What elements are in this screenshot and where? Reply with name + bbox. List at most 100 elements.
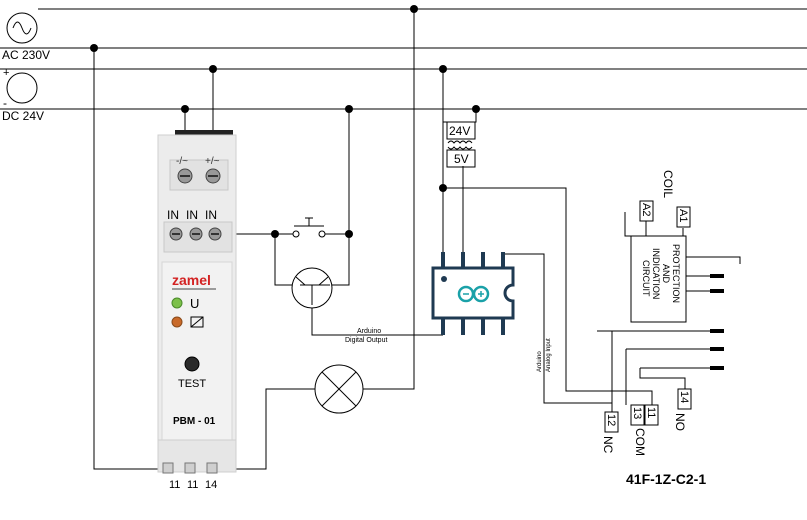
ac-source-label: AC 230V bbox=[2, 48, 50, 62]
analog-input-label-2: Analog Input bbox=[546, 338, 552, 372]
protection-circuit-box bbox=[630, 235, 687, 323]
arduino-pin1-marker bbox=[441, 276, 447, 282]
output-terminal-label: 11 bbox=[187, 479, 198, 491]
dot-dcplus-443 bbox=[439, 65, 447, 73]
power-terminal-minus-label: -/~ bbox=[176, 156, 188, 167]
output-terminal-label: 14 bbox=[205, 479, 217, 491]
output-terminal-label: 11 bbox=[169, 479, 180, 491]
relay-a1-label: A1 bbox=[677, 209, 689, 222]
dot-dcplus-443b bbox=[439, 184, 447, 192]
output-terminal-screw-icon bbox=[206, 462, 218, 474]
wire-in-to-transistor bbox=[274, 234, 294, 286]
dc-plus-sign: + bbox=[3, 67, 9, 79]
input-terminal-screw-icon bbox=[208, 227, 222, 241]
input-terminal-label: IN bbox=[205, 208, 217, 222]
relay-a2-box bbox=[639, 200, 654, 222]
led-u-icon bbox=[171, 297, 183, 309]
wire-dcplus-to-com bbox=[443, 187, 653, 405]
relay-com-box-13 bbox=[630, 404, 645, 426]
digital-output-label-2: Digital Output bbox=[345, 337, 387, 344]
wire-neutral-to-out11 bbox=[93, 48, 167, 470]
wire-dcminus-to-switch bbox=[325, 109, 350, 235]
dc-source-label: DC 24V bbox=[2, 109, 44, 123]
relay-no-box bbox=[677, 388, 692, 410]
relay-a2-label: A2 bbox=[640, 203, 652, 216]
wire-relay-contact-1 bbox=[597, 330, 613, 412]
relay-coil-section: COIL A1 A2 PROTECTION AND INDICATION CIR… bbox=[630, 170, 691, 323]
test-button[interactable] bbox=[184, 356, 200, 372]
wire-coil-a1 bbox=[662, 228, 684, 237]
wires bbox=[93, 9, 741, 470]
wire-protection-1 bbox=[686, 256, 741, 264]
relay-contact-section: 12 NC 13 11 COM 14 NO bbox=[601, 388, 692, 456]
arduino-chip bbox=[431, 252, 515, 335]
relay-com-num-13: 13 bbox=[631, 407, 643, 419]
arduino-pins-top bbox=[441, 252, 505, 268]
wire-analog-to-nc bbox=[505, 253, 612, 404]
dot-neutral-94 bbox=[90, 44, 98, 52]
ac-source-icon bbox=[6, 12, 38, 44]
wire-dcplus-to-transformer bbox=[442, 109, 448, 123]
relay-nc-box bbox=[604, 411, 619, 433]
wire-relay-contact-4 bbox=[639, 368, 686, 390]
input-terminal-screw-icon bbox=[189, 227, 203, 241]
dot-dcplus-213 bbox=[209, 65, 217, 73]
zamel-module: -/~ +/~ IN IN IN zamel U bbox=[157, 130, 237, 491]
protection-line-1: PROTECTION bbox=[671, 244, 681, 303]
transformer-secondary-label: 5V bbox=[454, 152, 469, 166]
dc-source-icon bbox=[6, 72, 38, 104]
analog-input-label-1: Arduino bbox=[537, 351, 543, 372]
led-relay-icon bbox=[171, 316, 183, 328]
lamp-icon bbox=[314, 364, 364, 414]
relay-nc-label: NC bbox=[601, 436, 615, 454]
relay-com-num-11: 11 bbox=[645, 407, 657, 418]
relay-a1-box bbox=[676, 206, 691, 228]
relay-part-number: 41F-1Z-C2-1 bbox=[626, 471, 706, 487]
push-button-switch-icon bbox=[292, 217, 326, 238]
power-terminal-plus-label: +/~ bbox=[205, 156, 220, 167]
power-terminal-screw-icon bbox=[177, 168, 193, 184]
output-terminal-screw-icon bbox=[162, 462, 174, 474]
led-u-label: U bbox=[190, 296, 199, 311]
module-front-panel bbox=[161, 261, 233, 441]
digital-output-label-1: Arduino bbox=[357, 328, 381, 335]
wire-transistor-to-digital-out bbox=[311, 305, 443, 336]
wire-ac-to-lamp bbox=[363, 9, 415, 390]
dc-minus-sign: - bbox=[3, 96, 7, 110]
input-terminal-label: IN bbox=[167, 208, 179, 222]
wire-switch-to-transistor bbox=[330, 234, 350, 286]
module-model-label: PBM - 01 bbox=[173, 416, 216, 427]
input-terminal-screw-icon bbox=[169, 227, 183, 241]
relay-no-num: 14 bbox=[678, 391, 690, 403]
dot-dcminus-349 bbox=[345, 105, 353, 113]
dot-in-275 bbox=[271, 230, 279, 238]
arduino-pins-bottom bbox=[441, 318, 505, 335]
relay-coil-symbol-icon bbox=[190, 316, 204, 328]
wire-lamp-to-out14 bbox=[219, 388, 315, 470]
relay-coil-label: COIL bbox=[661, 170, 675, 198]
dot-switch-349 bbox=[345, 230, 353, 238]
dot-dcminus-476 bbox=[472, 105, 480, 113]
relay-no-label: NO bbox=[673, 413, 687, 431]
supply-buses bbox=[0, 8, 807, 110]
dot-ac-414 bbox=[410, 5, 418, 13]
protection-line-4: CIRCUIT bbox=[641, 260, 651, 297]
transformer-primary-label: 24V bbox=[449, 124, 470, 138]
protection-line-3: INDICATION bbox=[651, 248, 661, 299]
junction-dots bbox=[90, 5, 480, 238]
relay-output-stubs bbox=[710, 274, 724, 370]
transformer-icon bbox=[446, 121, 476, 168]
output-terminal-screw-icon bbox=[184, 462, 196, 474]
relay-nc-num: 12 bbox=[605, 414, 617, 426]
relay-com-box-11 bbox=[644, 404, 659, 426]
module-brand-logo: zamel bbox=[172, 272, 211, 288]
input-terminal-label: IN bbox=[186, 208, 198, 222]
test-button-label: TEST bbox=[178, 378, 206, 390]
protection-line-2: AND bbox=[661, 264, 671, 284]
dot-dcminus-185 bbox=[181, 105, 189, 113]
transistor-icon bbox=[291, 267, 333, 309]
arduino-logo-icon bbox=[457, 285, 490, 303]
relay-com-label: COM bbox=[633, 428, 647, 456]
